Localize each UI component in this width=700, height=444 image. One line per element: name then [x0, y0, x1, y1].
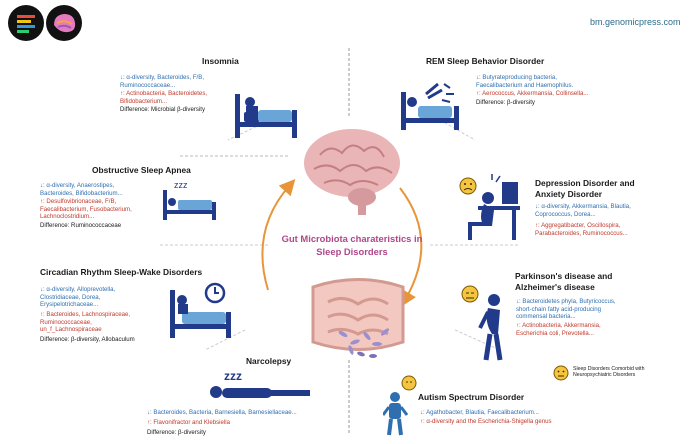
- circadian-bed-icon: [170, 290, 231, 338]
- svg-text:zzz: zzz: [174, 180, 188, 190]
- brain-icon: [304, 129, 400, 215]
- circadian-increased: ↑: Bacteroides, Lachnospiraceae, Ruminoc…: [40, 311, 131, 334]
- insomnia-title: Insomnia: [202, 56, 239, 66]
- parkinsons-title: Parkinson's disease and Alzheimer's dise…: [515, 271, 612, 293]
- rem-bed-icon: [401, 82, 459, 130]
- depression-decreased: ↓: α-diversity, Akkermansia, Blautia, Co…: [535, 203, 631, 218]
- parkinsons-person-icon: [461, 285, 503, 361]
- circadian-decreased: ↓: α-diversity, Alloprevotella, Clostrid…: [40, 286, 116, 309]
- neutral-face-icon: [553, 365, 569, 381]
- narcolepsy-difference: Difference: β-diversity: [147, 429, 206, 436]
- parkinsons-decreased: ↓: Bacteroidetes phyla, Butyricoccus, sh…: [516, 298, 616, 321]
- osa-increased: ↑: Desulfovibrionaceae, F/B, Faecalibact…: [40, 198, 132, 221]
- journal-logo: [8, 5, 44, 41]
- legend-box: Sleep Disorders Comorbid with Neuropsych…: [553, 362, 693, 384]
- autism-increased: ↑: α-diversity and the Escherichia-Shige…: [420, 418, 552, 425]
- left-arrow: [261, 179, 296, 291]
- insomnia-bed-icon: [235, 94, 297, 138]
- right-arrow: [399, 187, 423, 307]
- autism-decreased: ↓: Agathobacter, Blautia, Faecalibacteri…: [420, 409, 539, 416]
- parkinsons-title-line2: Alzheimer's disease: [515, 282, 595, 292]
- legend-note: Sleep Disorders Comorbid with Neuropsych…: [573, 366, 645, 378]
- rem-decreased: ↓: Butyrateproducing bacteria, Faecaliba…: [476, 74, 574, 89]
- autism-title: Autism Spectrum Disorder: [418, 392, 525, 402]
- brain-logo: [46, 5, 82, 41]
- insomnia-difference: Difference: Microbial β-diversity: [120, 106, 206, 113]
- svg-text:zzz: zzz: [224, 369, 242, 383]
- narcolepsy-person-icon: zzz: [210, 369, 310, 398]
- osa-title: Obstructive Sleep Apnea: [92, 165, 191, 175]
- depression-increased: ↑: Aggregatibacter, Oscillospira, Paraba…: [535, 222, 628, 237]
- circadian-title: Circadian Rhythm Sleep-Wake Disorders: [40, 267, 203, 277]
- osa-bed-icon: zzz: [163, 180, 216, 220]
- depression-title: Depression Disorder and Anxiety Disorder: [535, 178, 635, 200]
- narcolepsy-increased: ↑: Flavonifractor and Klebsiella: [147, 419, 230, 426]
- bars-logo-icon: [17, 15, 35, 33]
- site-url[interactable]: bm.genomicpress.com: [590, 17, 681, 27]
- depression-person-icon: [459, 174, 520, 240]
- osa-difference: Difference: Ruminococcaceae: [40, 222, 122, 229]
- rem-title: REM Sleep Behavior Disorder: [426, 56, 545, 66]
- insomnia-increased: ↑: Actinobacteria, Bacteroidetes, Bifido…: [120, 90, 208, 105]
- osa-decreased: ↓: α-diversity, Anaerostipes, Bacteroide…: [40, 182, 123, 197]
- clock-icon: [204, 282, 226, 304]
- narcolepsy-title: Narcolepsy: [246, 356, 292, 366]
- rem-difference: Difference: β-diversity: [476, 99, 535, 106]
- autism-person-icon: [383, 375, 417, 436]
- parkinsons-increased: ↑: Actinobacteria, Akkermansia, Escheric…: [516, 322, 601, 337]
- depression-title-line2: Anxiety Disorder: [535, 189, 603, 199]
- center-title-line1: Gut Microbiota charateristics in: [281, 233, 423, 244]
- rem-increased: ↑: Aerococcus, Akkermansia, Collinsella.…: [476, 90, 589, 97]
- insomnia-decreased: ↓: α-diversity, Bacteroides, F/B, Rumino…: [120, 74, 205, 89]
- center-title: Gut Microbiota charateristics in Sleep D…: [262, 233, 442, 258]
- center-title-line2: Sleep Disorders: [316, 245, 388, 257]
- gut-icon: [311, 278, 405, 358]
- circadian-difference: Difference: β-diversity, Allobaculum: [40, 336, 135, 343]
- narcolepsy-decreased: ↓: Bacteroides, Bacteria, Barnesiella, B…: [147, 409, 297, 416]
- depression-title-line1: Depression Disorder and: [535, 178, 635, 188]
- brain-logo-icon: [54, 14, 76, 33]
- parkinsons-title-line1: Parkinson's disease and: [515, 271, 613, 281]
